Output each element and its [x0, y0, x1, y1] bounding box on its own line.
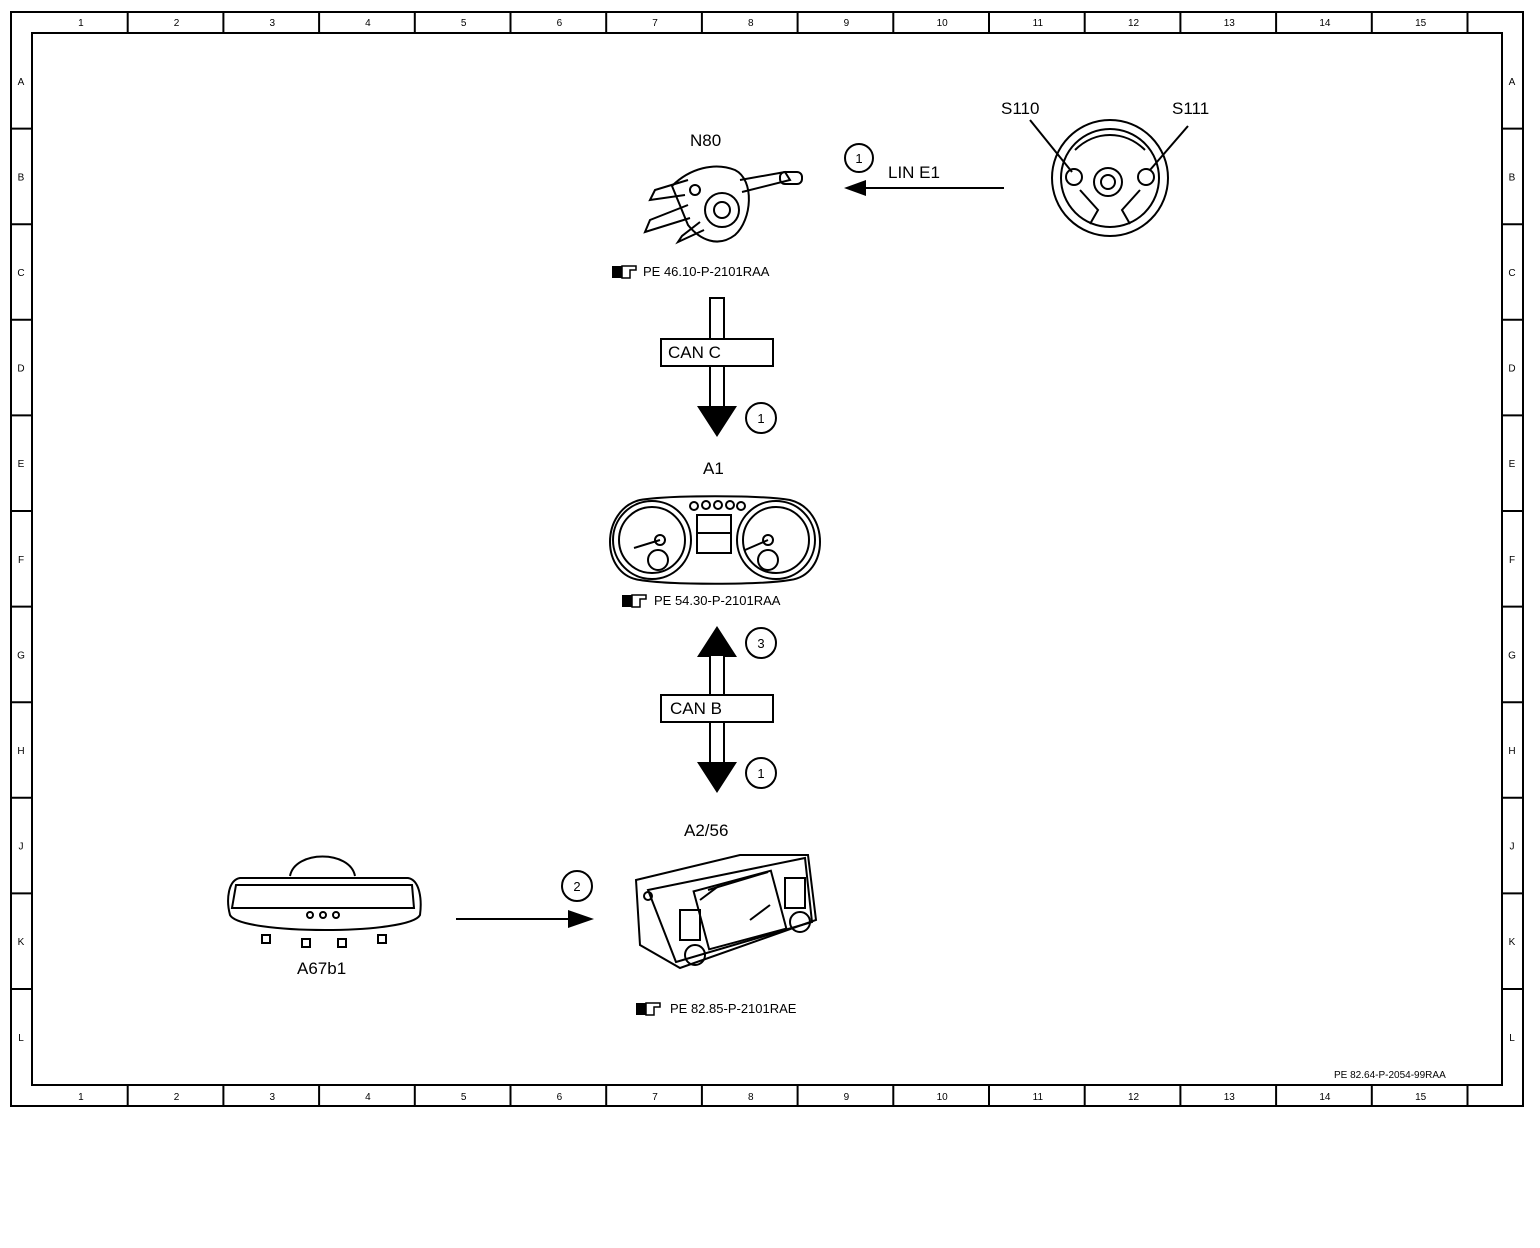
can-b-down-number: 1: [757, 766, 764, 781]
can-c-number-circle: [745, 402, 777, 434]
ref-pointer-icon: [622, 594, 647, 608]
column-label-bottom: 4: [365, 1092, 371, 1103]
can-c-arrowhead: [697, 406, 737, 437]
column-label-bottom: 14: [1319, 1092, 1331, 1103]
column-label-bottom: 15: [1415, 1092, 1427, 1103]
row-label-right: G: [1508, 650, 1516, 661]
lin-label: LIN E1: [888, 163, 940, 182]
column-label-top: 11: [1033, 18, 1044, 29]
column-label-bottom: 5: [461, 1092, 467, 1103]
column-label-top: 14: [1319, 18, 1331, 29]
a1-ref: PE 54.30-P-2101RAA: [654, 593, 781, 608]
row-label-right: L: [1509, 1033, 1515, 1044]
column-label-bottom: 10: [937, 1092, 949, 1103]
mirror-link-arrowhead: [568, 910, 594, 928]
mirror-link-number: 2: [573, 879, 580, 894]
column-label-bottom: 2: [174, 1092, 180, 1103]
can-b-down-arrowhead: [697, 762, 737, 793]
row-label-right: A: [1509, 77, 1516, 88]
lin-number-circle: [844, 143, 874, 173]
row-label-right: E: [1509, 459, 1516, 470]
row-label-right: K: [1509, 937, 1516, 948]
row-label-right: H: [1508, 746, 1515, 757]
column-label-top: 1: [78, 18, 84, 29]
can-b-label: CAN B: [670, 699, 722, 718]
instrument-cluster-icon: [609, 495, 821, 585]
row-label-left: B: [18, 172, 25, 183]
row-label-left: D: [17, 364, 24, 375]
column-label-top: 6: [557, 18, 563, 29]
row-label-left: C: [17, 268, 24, 279]
column-label-top: 5: [461, 18, 467, 29]
inner-frame: [31, 32, 1503, 1086]
s111-label: S111: [1172, 99, 1209, 118]
mirror-link-number-circle: [561, 870, 593, 902]
column-label-bottom: 1: [78, 1092, 84, 1103]
s110-pointer: [1029, 119, 1073, 173]
row-label-left: K: [18, 937, 25, 948]
a2-56-label: A2/56: [684, 821, 728, 840]
column-label-bottom: 11: [1033, 1092, 1044, 1103]
column-label-bottom: 13: [1224, 1092, 1236, 1103]
n80-label: N80: [690, 131, 721, 150]
rearview-mirror-icon: [227, 855, 422, 948]
column-label-bottom: 7: [652, 1092, 658, 1103]
row-label-right: B: [1509, 172, 1516, 183]
ref-pointer-icon: [612, 265, 637, 279]
column-label-top: 7: [652, 18, 658, 29]
column-label-top: 13: [1224, 18, 1236, 29]
a1-label: A1: [703, 459, 724, 478]
row-label-right: J: [1510, 842, 1515, 853]
lin-arrowhead: [844, 180, 866, 196]
can-b-up-number-circle: [745, 627, 777, 659]
column-label-bottom: 8: [748, 1092, 754, 1103]
column-label-top: 12: [1128, 18, 1140, 29]
column-label-bottom: 6: [557, 1092, 563, 1103]
steering-wheel-icon: [1051, 119, 1169, 237]
lin-number: 1: [855, 151, 862, 166]
column-label-top: 2: [174, 18, 180, 29]
row-label-left: G: [17, 650, 25, 661]
n80-module-icon: [643, 165, 803, 245]
head-unit-icon: [634, 854, 818, 970]
row-label-right: F: [1509, 555, 1515, 566]
can-b-down-number-circle: [745, 757, 777, 789]
column-label-top: 9: [844, 18, 850, 29]
ref-pointer-icon: [636, 1002, 661, 1016]
can-b-up-number: 3: [757, 636, 764, 651]
document-id: PE 82.64-P-2054-99RAA: [1334, 1070, 1446, 1081]
can-b-box: [660, 694, 774, 723]
outer-frame: [10, 11, 1524, 1107]
column-label-bottom: 12: [1128, 1092, 1140, 1103]
row-label-left: J: [19, 842, 24, 853]
column-label-top: 15: [1415, 18, 1427, 29]
s111-pointer: [1149, 125, 1189, 171]
column-label-top: 4: [365, 18, 371, 29]
a2-56-ref: PE 82.85-P-2101RAE: [670, 1001, 797, 1016]
row-label-right: C: [1508, 268, 1515, 279]
row-label-left: H: [17, 746, 24, 757]
can-c-label: CAN C: [668, 343, 721, 362]
n80-ref: PE 46.10-P-2101RAA: [643, 264, 770, 279]
row-label-left: F: [18, 555, 24, 566]
row-label-right: D: [1508, 364, 1515, 375]
row-label-left: A: [18, 77, 25, 88]
grid-markers: 1122334455667788991010111112121313141415…: [11, 12, 1523, 1106]
can-c-number: 1: [757, 411, 764, 426]
row-label-left: E: [18, 459, 25, 470]
can-c-box: [660, 338, 774, 367]
column-label-bottom: 9: [844, 1092, 850, 1103]
row-label-left: L: [18, 1033, 24, 1044]
can-b-up-arrowhead: [697, 626, 737, 657]
column-label-bottom: 3: [269, 1092, 275, 1103]
a67b1-label: A67b1: [297, 959, 346, 978]
column-label-top: 8: [748, 18, 754, 29]
s110-label: S110: [1001, 99, 1039, 118]
column-label-top: 10: [937, 18, 949, 29]
column-label-top: 3: [269, 18, 275, 29]
